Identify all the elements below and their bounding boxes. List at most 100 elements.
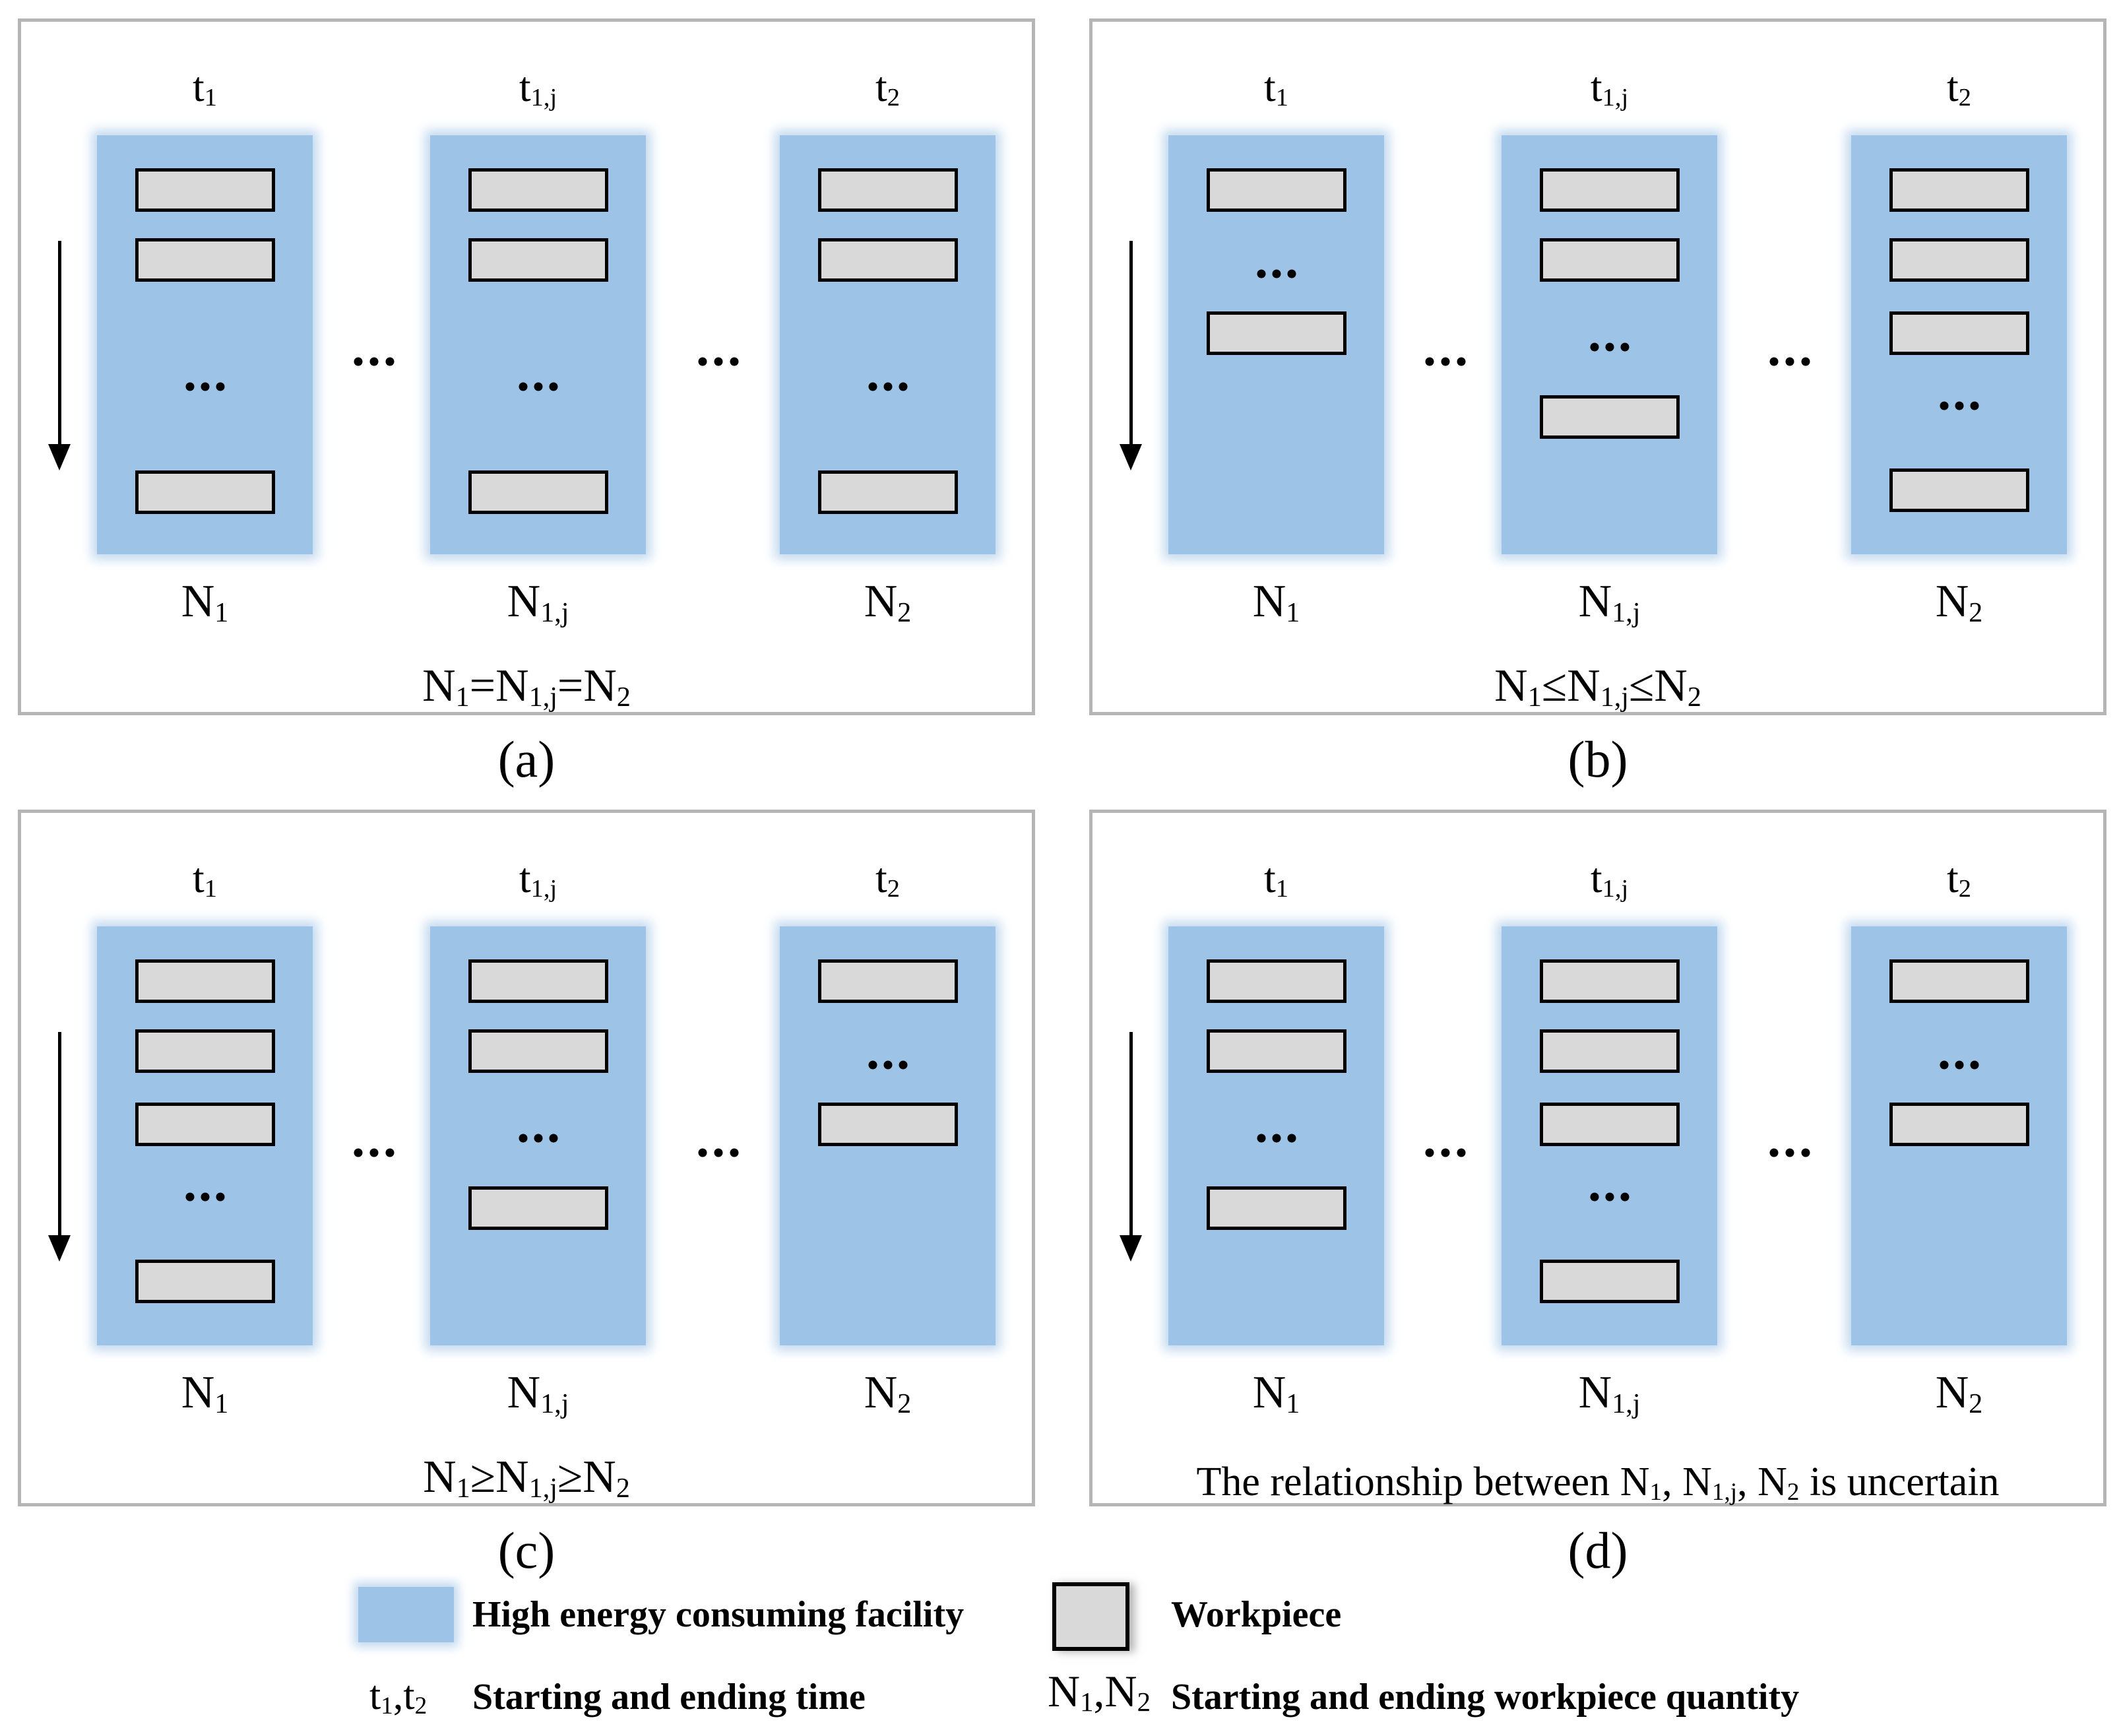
arrow-line: [1129, 1032, 1133, 1235]
workpiece-rect: [135, 1029, 275, 1074]
arrow-line: [1129, 241, 1133, 444]
symbol-base: N: [422, 660, 456, 711]
symbol-subscript: 1: [204, 83, 217, 112]
symbol-subscript: 1: [1275, 83, 1288, 112]
dot-icon: [899, 382, 907, 391]
workpiece-rect: [817, 959, 958, 1004]
relation-formula: N1≤N1,j≤N2: [1092, 660, 2103, 713]
symbol-token: N2: [864, 1367, 912, 1419]
dot-icon: [1785, 1148, 1794, 1157]
workpiece-rect: [817, 470, 958, 514]
symbol-base: N: [1682, 1460, 1712, 1504]
quantity-label: N1: [1168, 1367, 1384, 1419]
workpiece-rect: [135, 470, 275, 514]
arrow-head-icon: [48, 444, 71, 470]
time-label: t1: [97, 854, 313, 903]
dot-icon: [1955, 401, 1963, 410]
dot-icon: [519, 1134, 527, 1143]
legend-workpiece-swatch-icon: [1052, 1582, 1129, 1651]
symbol-base: t: [1590, 854, 1602, 901]
time-label: t1,j: [430, 854, 646, 903]
workpiece-rect: [135, 1102, 275, 1146]
workpiece-rect: [135, 959, 275, 1004]
facility-column: [1168, 135, 1384, 554]
legend-time-label: Starting and ending time: [472, 1677, 866, 1718]
workpiece-rect: [468, 238, 608, 282]
legend-time-symbol: t1,t2: [369, 1673, 427, 1720]
workpiece-rect: [468, 168, 608, 212]
quantity-label: N1,j: [430, 576, 646, 628]
workpiece-rect: [1889, 168, 2029, 212]
dot-icon: [883, 1060, 892, 1070]
workpiece-rect: [1206, 1186, 1346, 1230]
workpiece-rect: [1206, 311, 1346, 355]
symbol-base: t: [1947, 63, 1959, 110]
workpiece-rect: [1889, 311, 2029, 355]
dot-icon: [1441, 1148, 1450, 1157]
workpiece-rect: [1539, 1260, 1680, 1304]
ellipsis-dots: [1257, 269, 1296, 278]
time-label: t2: [1851, 854, 2067, 903]
symbol-token: N1,j: [507, 576, 569, 628]
symbol-subscript: 1: [456, 1473, 470, 1504]
inter-column-ellipsis-dots: [354, 357, 395, 366]
symbol-subscript: 1,j: [528, 682, 557, 713]
legend-quantity-label: Starting and ending workpiece quantity: [1171, 1677, 1800, 1718]
legend-workpiece-label: Workpiece: [1171, 1594, 1342, 1635]
dot-icon: [698, 1148, 707, 1157]
dot-icon: [1801, 1148, 1810, 1157]
symbol-subscript: 2: [616, 1473, 630, 1504]
time-direction-arrow: [47, 1032, 71, 1262]
symbol-token: N2: [1757, 1460, 1799, 1506]
symbol-subscript: 1,j: [530, 83, 557, 112]
symbol-token: N1: [1253, 576, 1300, 628]
symbol-subscript: 1,j: [1612, 597, 1641, 628]
workpiece-rect: [468, 470, 608, 514]
symbol-base: N: [1578, 576, 1612, 627]
symbol-token: N2: [864, 576, 912, 628]
symbol-token: N2: [583, 1452, 630, 1504]
dot-icon: [1441, 357, 1450, 366]
dot-icon: [714, 1148, 723, 1157]
dot-icon: [1970, 1060, 1979, 1070]
symbol-base: N: [1578, 1367, 1612, 1418]
facility-column: [430, 135, 646, 554]
symbol-subscript: 1: [214, 597, 229, 628]
arrow-head-icon: [48, 1235, 71, 1262]
dot-icon: [1425, 357, 1434, 366]
workpiece-rect: [817, 1102, 958, 1146]
symbol-subscript: 2: [897, 597, 912, 628]
dot-icon: [1970, 401, 1979, 410]
dot-icon: [385, 1148, 395, 1157]
workpiece-rect: [817, 168, 958, 212]
dot-icon: [1287, 269, 1296, 278]
symbol-token: N2: [1104, 1666, 1151, 1718]
relation-formula: N1=N1,j=N2: [21, 660, 1032, 713]
text-token: =: [469, 660, 496, 711]
text-token: ≤: [1628, 660, 1655, 711]
dot-icon: [534, 1134, 542, 1143]
symbol-token: t1,j: [1590, 854, 1628, 903]
symbol-token: N1,j: [495, 1452, 557, 1504]
workpiece-rect: [817, 238, 958, 282]
dot-icon: [369, 1148, 379, 1157]
quantity-label: N1,j: [1502, 576, 1717, 628]
panel-letter: (c): [497, 1522, 555, 1579]
symbol-base: N: [181, 576, 215, 627]
workpiece-rect: [468, 1186, 608, 1230]
symbol-token: t1: [369, 1673, 393, 1720]
dot-icon: [1955, 1060, 1963, 1070]
workpiece-rect: [1889, 1102, 2029, 1146]
legend-facility-swatch-icon: [358, 1587, 454, 1642]
dot-icon: [1425, 1148, 1434, 1157]
dot-icon: [1287, 1134, 1296, 1143]
symbol-base: t: [1590, 63, 1602, 110]
symbol-base: N: [1104, 1666, 1137, 1716]
dot-icon: [185, 1192, 194, 1202]
dot-icon: [216, 1192, 224, 1202]
symbol-token: N1,j: [1567, 660, 1629, 713]
time-label: t1,j: [430, 63, 646, 112]
quantity-label: N1,j: [430, 1367, 646, 1419]
